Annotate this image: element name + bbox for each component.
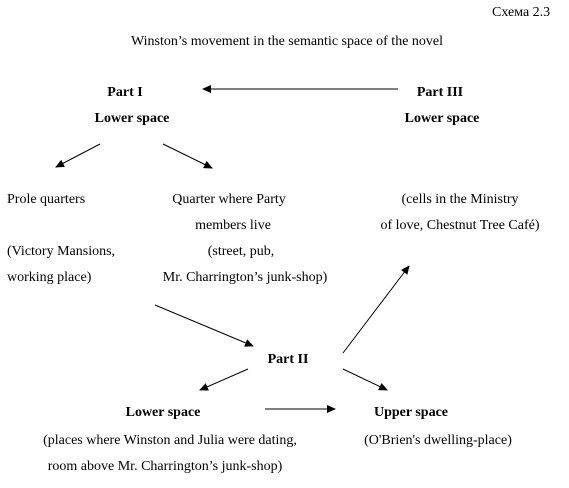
part2-heading: Part II	[267, 352, 309, 367]
arrow-part2-to-upper-space	[342, 368, 388, 391]
arrow-part1-to-party-quarter	[162, 143, 213, 169]
arrow-part2-to-ministry	[342, 265, 410, 354]
dating-places-line1: (places where Winston and Julia were dat…	[43, 433, 297, 448]
obrien-dwelling-line1: (O'Brien's dwelling-place)	[364, 433, 512, 448]
part2-lower-space-label: Lower space	[125, 405, 201, 420]
arrow-part2-to-lower-space	[199, 368, 249, 391]
diagram-title: Winston’s movement in the semantic space…	[130, 34, 444, 49]
arrow-party-quarter-to-part2	[154, 304, 254, 347]
prole-quarters-line1: Prole quarters	[7, 192, 86, 207]
part1-heading: Part I	[107, 85, 143, 100]
party-quarter-line4: Mr. Charrington’s junk-shop)	[162, 270, 328, 285]
prole-quarters-line2: (Victory Mansions,	[7, 244, 116, 259]
party-quarter-line1: Quarter where Party	[172, 192, 286, 207]
prole-quarters-line3: working place)	[7, 270, 92, 285]
ministry-cells-line2: of love, Chestnut Tree Café)	[380, 218, 540, 233]
part2-upper-space-label: Upper space	[373, 405, 449, 420]
ministry-cells-line1: (cells in the Ministry	[401, 192, 519, 207]
dating-places-line2: room above Mr. Charrington’s junk-shop)	[47, 459, 283, 474]
scheme-label: Схема 2.3	[492, 5, 551, 20]
party-quarter-line2: members live	[195, 218, 271, 233]
part3-heading: Part III	[416, 85, 464, 100]
party-quarter-line3: (street, pub,	[207, 244, 275, 259]
part1-space-label: Lower space	[94, 111, 170, 126]
part3-space-label: Lower space	[404, 111, 480, 126]
arrow-part1-to-prole-quarters	[55, 143, 101, 168]
